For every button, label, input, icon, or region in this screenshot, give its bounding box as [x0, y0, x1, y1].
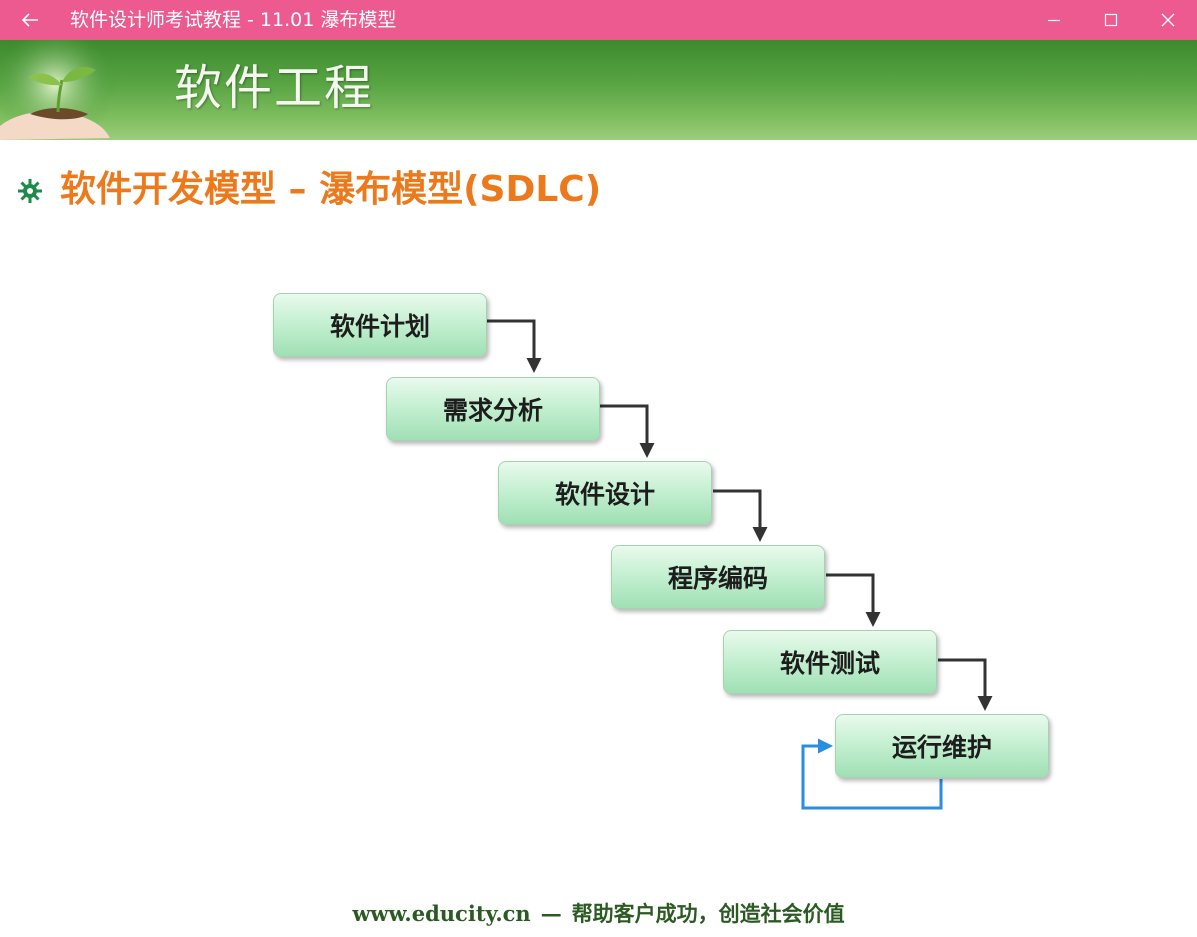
- gear-bullet-icon: [18, 179, 42, 203]
- step-coding: 程序编码: [611, 545, 825, 609]
- arrow-left-icon[interactable]: [18, 8, 42, 32]
- step-software-design: 软件设计: [498, 461, 712, 525]
- banner: 软件工程: [0, 40, 1197, 140]
- step-requirements-analysis: 需求分析: [386, 377, 600, 441]
- maximize-icon[interactable]: [1099, 8, 1123, 32]
- footer-url: www.educity.cn: [352, 901, 531, 926]
- seedling-in-hand-icon: [0, 40, 130, 140]
- footer: www.educity.cn — 帮助客户成功，创造社会价值: [0, 898, 1197, 928]
- slide-heading: 软件开发模型 – 瀑布模型(SDLC): [60, 169, 602, 210]
- step-testing: 软件测试: [723, 630, 937, 694]
- footer-separator: —: [540, 901, 562, 926]
- banner-title: 软件工程: [174, 60, 375, 116]
- arrow-plan-to-analysis: [487, 319, 542, 373]
- arrow-coding-to-testing: [826, 573, 881, 627]
- step-software-plan: 软件计划: [273, 293, 487, 357]
- arrow-maintenance-loop: [801, 738, 943, 810]
- slide: 软件工程 软件开发模型 – 瀑布模型(SDLC): [0, 40, 1197, 937]
- title-bar: 软件设计师考试教程 - 11.01 瀑布模型: [0, 0, 1197, 40]
- footer-slogan: 帮助客户成功，创造社会价值: [571, 901, 845, 926]
- step-operation-maintenance: 运行维护: [835, 714, 1049, 778]
- window-title: 软件设计师考试教程 - 11.01 瀑布模型: [70, 9, 397, 31]
- arrow-testing-to-maintenance: [938, 658, 993, 711]
- waterfall-diagram: [487, 319, 993, 810]
- arrow-design-to-coding: [713, 489, 768, 542]
- close-icon[interactable]: [1156, 8, 1180, 32]
- arrow-analysis-to-design: [600, 404, 655, 458]
- minimize-icon[interactable]: [1042, 8, 1066, 32]
